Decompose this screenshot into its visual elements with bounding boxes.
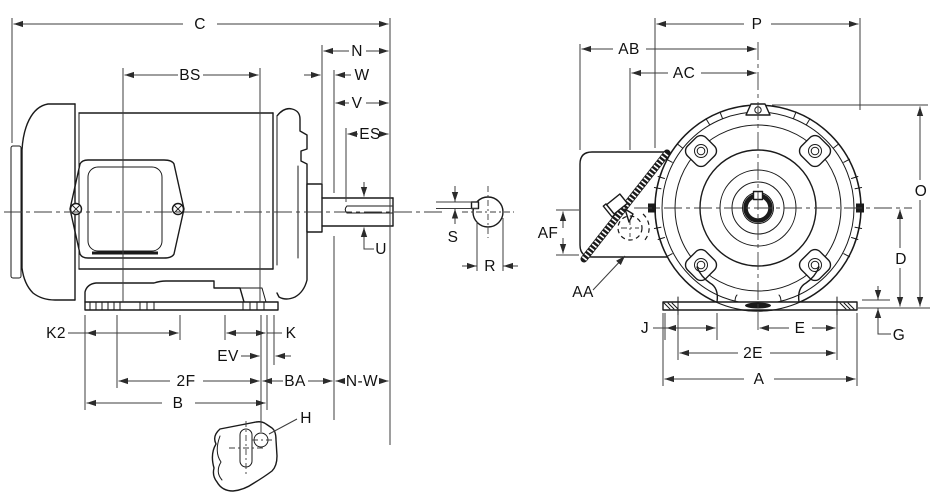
dim-label-bs: BS bbox=[179, 67, 200, 84]
cover-screw-right bbox=[171, 202, 185, 216]
keyseat-notch bbox=[470, 201, 480, 210]
shaft bbox=[321, 197, 394, 227]
bolt-boss-top-left bbox=[684, 134, 718, 168]
dim-label-ba: BA bbox=[284, 373, 306, 390]
dim-E: E bbox=[759, 320, 836, 337]
dim-ES: ES bbox=[347, 126, 389, 143]
dim-label-ev: EV bbox=[217, 348, 239, 365]
dim-BA: BA bbox=[262, 373, 333, 390]
drive-end-bell-outline bbox=[276, 107, 308, 300]
dim-2E: 2E bbox=[679, 345, 836, 362]
dim-O: O bbox=[915, 106, 927, 307]
gusset-left-outer bbox=[696, 266, 719, 303]
dim-label-a: A bbox=[754, 371, 765, 388]
shaft-boss bbox=[306, 183, 323, 233]
dimension-extension-lines-front bbox=[556, 18, 930, 386]
dim-AA: AA bbox=[572, 255, 626, 301]
rod-clip bbox=[624, 208, 634, 223]
dim-N: N bbox=[323, 43, 389, 60]
mounting-feet bbox=[84, 280, 279, 311]
dim-2F: 2F bbox=[118, 373, 260, 390]
dim-S: S bbox=[436, 186, 478, 246]
dimension-extension-lines-side bbox=[11, 18, 391, 445]
conduit-opening bbox=[617, 213, 650, 243]
frame-bottom-arc bbox=[715, 301, 801, 312]
dim-label-b: B bbox=[173, 395, 184, 412]
dim-EV: EV bbox=[217, 348, 291, 365]
bolt-boss-top-right bbox=[798, 134, 832, 168]
dim-label-ab: AB bbox=[618, 41, 639, 58]
foot-detail-break-line bbox=[216, 435, 223, 481]
dim-W: W bbox=[304, 67, 369, 84]
ground-rod bbox=[580, 149, 671, 263]
dim-AC: AC bbox=[631, 65, 757, 82]
dim-AF: AF bbox=[538, 211, 567, 254]
dim-label-af: AF bbox=[538, 225, 559, 242]
dim-label-r: R bbox=[484, 258, 496, 275]
dim-K2: K2 bbox=[46, 325, 179, 342]
dim-label-j: J bbox=[641, 320, 649, 337]
dim-B: B bbox=[86, 395, 266, 412]
dim-label-h: H bbox=[300, 410, 312, 427]
cover-screw-left bbox=[69, 202, 83, 216]
dim-label-u: U bbox=[375, 241, 387, 258]
dim-NW: N-W bbox=[335, 373, 389, 390]
dim-label-k2: K2 bbox=[46, 325, 66, 342]
dim-label-g: G bbox=[893, 327, 905, 344]
dim-G: G bbox=[874, 286, 905, 344]
bolt-boss-bottom-left bbox=[684, 248, 718, 282]
gusset-right-inner bbox=[778, 294, 782, 303]
foot-detail-outline bbox=[211, 421, 278, 492]
dim-P: P bbox=[656, 16, 859, 33]
dim-U: U bbox=[360, 182, 387, 258]
dim-R: R bbox=[462, 218, 518, 275]
base-end-hatch bbox=[663, 302, 855, 310]
dim-label-c: C bbox=[194, 16, 206, 33]
gusset-right-outer bbox=[797, 266, 820, 303]
dim-label-v: V bbox=[352, 95, 363, 112]
dim-label-w: W bbox=[354, 67, 369, 84]
dim-label-2f: 2F bbox=[177, 373, 196, 390]
dim-K: K bbox=[226, 325, 297, 342]
dim-label-e: E bbox=[795, 320, 806, 337]
rim-fins bbox=[653, 111, 863, 258]
front-view bbox=[579, 42, 912, 332]
dim-label-nw: N-W bbox=[346, 373, 378, 390]
foot-serrations bbox=[89, 301, 265, 311]
foot-detail bbox=[211, 421, 278, 492]
dim-J: J bbox=[641, 320, 716, 337]
dim-H: H bbox=[268, 410, 312, 435]
dim-C: C bbox=[13, 16, 389, 33]
dim-label-n: N bbox=[351, 43, 363, 60]
front-base bbox=[662, 266, 858, 316]
dim-label-o: O bbox=[915, 183, 927, 200]
dim-label-k: K bbox=[286, 325, 297, 342]
dim-BS: BS bbox=[124, 67, 259, 84]
dim-label-d: D bbox=[895, 251, 907, 268]
dim-label-ac: AC bbox=[673, 65, 695, 82]
dim-label-2e: 2E bbox=[743, 345, 763, 362]
terminal-cover-outline bbox=[69, 159, 185, 259]
dim-label-aa: AA bbox=[572, 284, 594, 301]
gusset-left-inner bbox=[734, 294, 738, 303]
shaft-cross-section bbox=[462, 186, 514, 238]
dim-A: A bbox=[664, 371, 856, 388]
bolt-boss-bottom-right bbox=[798, 248, 832, 282]
dim-AB: AB bbox=[581, 41, 757, 58]
dim-label-p: P bbox=[752, 16, 763, 33]
side-view bbox=[4, 103, 446, 311]
dim-V: V bbox=[335, 95, 389, 112]
dim-D: D bbox=[895, 209, 907, 307]
dim-label-es: ES bbox=[359, 126, 380, 143]
terminal-cover-plate bbox=[87, 166, 163, 252]
rear-end-bell-outline bbox=[21, 103, 76, 301]
dim-label-s: S bbox=[448, 229, 459, 246]
